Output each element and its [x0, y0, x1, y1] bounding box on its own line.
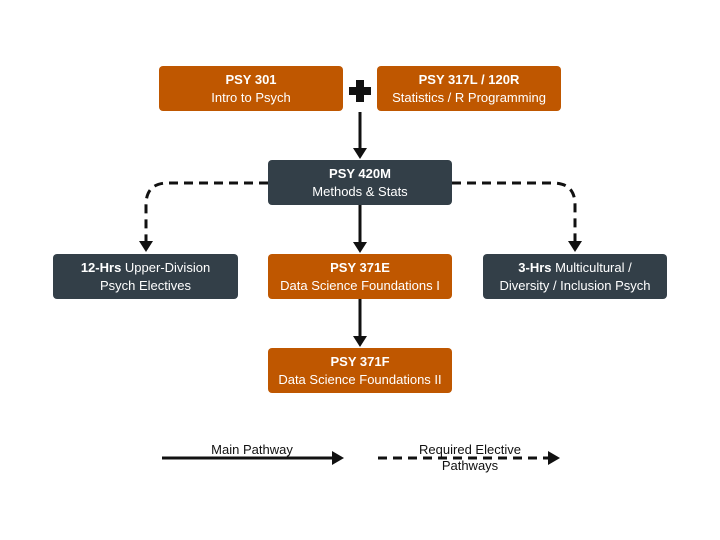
node-hours: 12-Hrs [80, 259, 122, 275]
legend-dashed-arrow [378, 451, 560, 465]
node-line-1: 12-Hrs Upper-Division [81, 259, 210, 277]
node-upper-division-electives: 12-Hrs Upper-Division Psych Electives [53, 254, 238, 299]
node-multicultural-psych: 3-Hrs Multicultural / Diversity / Inclus… [483, 254, 667, 299]
node-psy-420m: PSY 420M Methods & Stats [268, 160, 452, 205]
node-code: PSY 420M [329, 165, 391, 181]
node-code: PSY 371F [330, 353, 390, 369]
arrow-prereq-to-420m [353, 112, 367, 159]
node-psy-371f: PSY 371F Data Science Foundations II [268, 348, 452, 393]
node-psy-371e: PSY 371E Data Science Foundations I [268, 254, 452, 299]
dashed-arrow-to-multicultural [452, 181, 582, 252]
legend-elective-line-2: Pathways [441, 458, 499, 473]
node-psy-301: PSY 301 Intro to Psych [159, 66, 343, 111]
node-code: PSY 371E [330, 259, 390, 275]
node-title: Intro to Psych [211, 89, 291, 105]
legend-elective-line-1: Required Elective [419, 442, 521, 457]
legend-solid-arrow [162, 451, 344, 465]
node-line-1-text: Multicultural / [555, 259, 632, 275]
node-code: PSY 301 [225, 71, 277, 87]
node-hours: 3-Hrs [518, 259, 552, 275]
node-psy-317l-120r: PSY 317L / 120R Statistics / R Programmi… [377, 66, 561, 111]
legend-elective-pathways-label: Required Elective Pathways [400, 442, 540, 474]
legend-main-pathway-label: Main Pathway [211, 442, 293, 457]
node-code: PSY 317L / 120R [418, 71, 520, 87]
node-title: Data Science Foundations II [278, 371, 442, 387]
node-line-1-text: Upper-Division [124, 259, 211, 275]
plus-icon [349, 80, 371, 102]
dashed-arrow-to-electives [139, 181, 268, 252]
node-line-2: Diversity / Inclusion Psych [499, 277, 651, 293]
arrow-420m-to-371e [353, 205, 367, 253]
node-title: Statistics / R Programming [392, 89, 546, 105]
node-line-2: Psych Electives [99, 277, 192, 293]
arrow-371e-to-371f [353, 299, 367, 347]
node-line-1: 3-Hrs Multicultural / [518, 259, 631, 277]
node-title: Methods & Stats [312, 183, 408, 199]
node-title: Data Science Foundations I [280, 277, 440, 293]
